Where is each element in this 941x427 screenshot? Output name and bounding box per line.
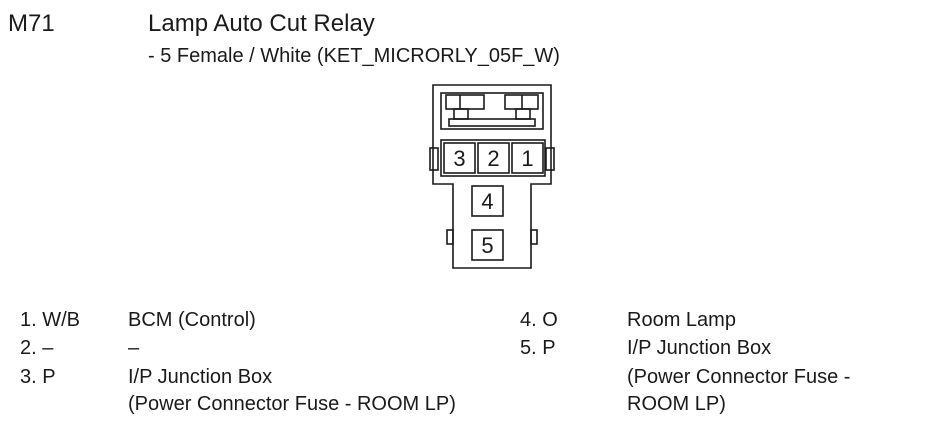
pin-label-4: 4 xyxy=(481,189,493,214)
connector-subtitle: - 5 Female / White (KET_MICRORLY_05F_W) xyxy=(148,45,560,67)
connector-rib xyxy=(448,118,536,127)
pin-label-2: 2 xyxy=(487,146,499,171)
pin-cell-2 xyxy=(477,142,510,174)
pin-row-frame xyxy=(440,139,546,177)
pin-cell-3 xyxy=(443,142,476,174)
left-latch xyxy=(445,94,485,120)
pin-desc-5-line2: (Power Connector Fuse - xyxy=(627,366,851,388)
pin-cell-1 xyxy=(511,142,544,174)
pin-number-2: 2. – xyxy=(20,337,54,359)
left-tab xyxy=(429,147,439,171)
pin-desc-3: I/P Junction Box xyxy=(128,366,273,388)
pin-label-1: 1 xyxy=(521,146,533,171)
connector-housing xyxy=(432,84,552,269)
pin-label-3: 3 xyxy=(453,146,465,171)
pin-cell-4 xyxy=(471,185,504,217)
left-lower-tab xyxy=(446,229,454,245)
pin-desc-1: BCM (Control) xyxy=(128,309,256,331)
pin-label-5: 5 xyxy=(481,233,493,258)
pin-desc-5: I/P Junction Box xyxy=(627,337,772,359)
connector-code: M71 xyxy=(8,10,55,37)
pin-number-5: 5. P xyxy=(520,337,556,359)
right-tab xyxy=(545,147,555,171)
pin-desc-3-line2: (Power Connector Fuse - ROOM LP) xyxy=(128,393,456,415)
pin-desc-2: – xyxy=(128,337,140,359)
pin-number-4: 4. O xyxy=(520,309,558,331)
right-lower-tab xyxy=(530,229,538,245)
right-latch xyxy=(504,94,539,120)
pin-cell-5 xyxy=(471,229,504,261)
pin-number-3: 3. P xyxy=(20,366,56,388)
pin-desc-4: Room Lamp xyxy=(627,309,736,331)
connector-top-channel xyxy=(440,92,544,130)
pin-desc-5-line3: ROOM LP) xyxy=(627,393,726,415)
pin-number-1: 1. W/B xyxy=(20,309,81,331)
connector-title: Lamp Auto Cut Relay xyxy=(148,10,375,37)
